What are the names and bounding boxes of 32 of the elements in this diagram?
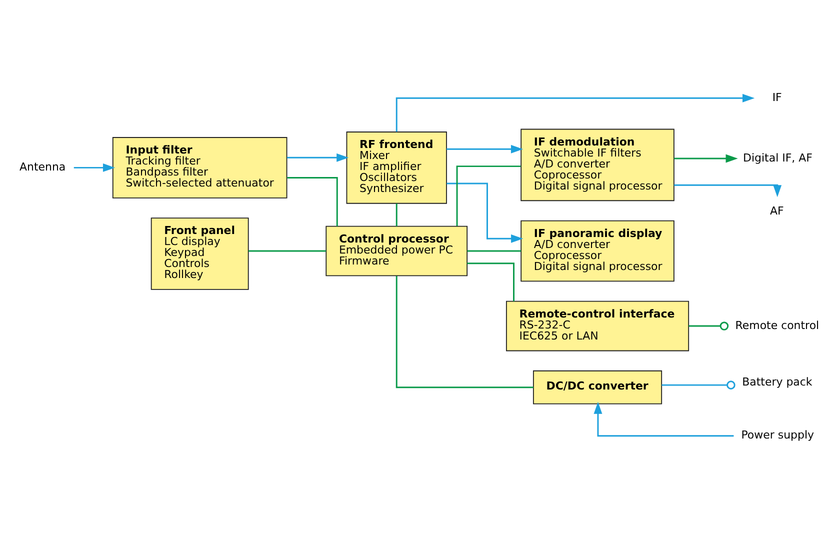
node-box: Input filter Tracking filter Bandpass filter Switch-selected attenuator xyxy=(112,137,288,198)
node-text: Power supply xyxy=(741,428,814,442)
node-text: Digital IF, AF xyxy=(743,151,812,164)
connector xyxy=(396,276,534,388)
arrow xyxy=(446,144,524,154)
node-box: IF panoramic display A/D converter Coprocessor Digital signal processor xyxy=(520,220,674,282)
arrow xyxy=(74,163,116,172)
node-box: Control processor Embedded power PC Firmware xyxy=(326,226,468,276)
arrow xyxy=(674,184,782,198)
node-text: Antenna xyxy=(20,160,66,174)
connector xyxy=(287,177,338,226)
connector xyxy=(396,204,398,226)
arrow xyxy=(287,153,349,162)
connector xyxy=(688,322,729,330)
arrow xyxy=(594,402,734,437)
connector xyxy=(456,166,521,226)
connector xyxy=(248,250,326,252)
node-box: DC/DC converter xyxy=(533,370,662,404)
node-box: IF demodulation Switchable IF filters A/D converter Coprocessor Digital signal processor xyxy=(520,128,674,202)
node-box: Front panel LC display Keypad Controls Rollkey xyxy=(150,218,249,290)
node-box: RF frontend Mixer IF amplifier Oscillators Synthesizer xyxy=(346,132,447,204)
arrow xyxy=(674,154,738,163)
node-text: Remote control xyxy=(735,318,820,332)
connector xyxy=(467,250,521,252)
arrow xyxy=(396,94,755,132)
node-box: Remote-control interface RS-232-C IEC625 or LAN xyxy=(506,300,690,352)
node-text: IF xyxy=(772,90,782,104)
arrow xyxy=(446,182,524,243)
connector xyxy=(662,380,736,390)
node-text: AF xyxy=(770,204,784,218)
node-text: Battery pack xyxy=(742,376,812,389)
connector xyxy=(467,262,514,302)
